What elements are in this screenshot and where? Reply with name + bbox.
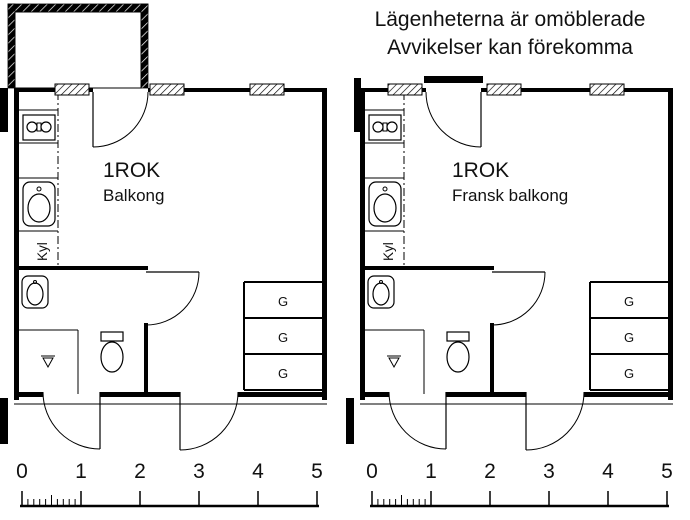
window <box>486 83 522 96</box>
disclaimer-line-2: Avvikelser kan förekomma <box>387 35 633 59</box>
room-subtitle-label: Fransk balkong <box>452 186 568 205</box>
window <box>249 83 285 96</box>
window <box>589 83 625 96</box>
balcony-railing-line <box>14 11 142 89</box>
room-type-label: 1ROK <box>452 159 509 182</box>
balcony <box>7 3 149 89</box>
scale-bar-right <box>364 458 675 508</box>
balcony-wall-top <box>7 3 149 13</box>
room-subtitle-label: Balkong <box>103 186 164 205</box>
window <box>149 83 185 96</box>
exterior-wall-stub <box>354 78 361 132</box>
door-swing-arc <box>92 91 149 148</box>
scale-bar-left <box>14 458 325 508</box>
apartment-core-left <box>0 87 328 451</box>
disclaimer-line-1: Lägenheterna är omöblerade <box>374 8 646 31</box>
window <box>387 83 423 96</box>
door-swing-arc <box>425 91 482 148</box>
floor-plan-left: 1ROK Balkong <box>0 3 328 451</box>
window <box>54 83 90 96</box>
floor-plan-right: 1ROK Fransk balkong <box>345 76 674 451</box>
french-balcony-railing <box>424 76 483 83</box>
room-type-label: 1ROK <box>103 159 160 182</box>
apartment-core-right <box>345 87 674 451</box>
balcony-wall-left <box>7 3 16 89</box>
exterior-wall-stub <box>0 88 8 132</box>
disclaimer-text: Lägenheterna är omöblerade Avvikelser ka… <box>360 6 660 61</box>
balcony-wall-right <box>140 3 149 89</box>
